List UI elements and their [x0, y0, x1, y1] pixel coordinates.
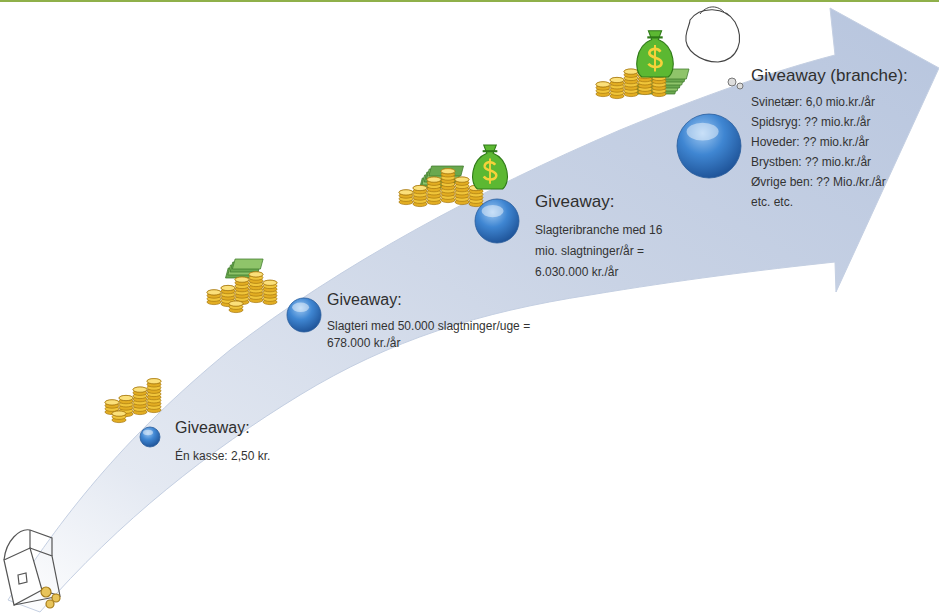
coin-top [399, 190, 413, 195]
coin-top [207, 290, 221, 295]
coin [728, 78, 736, 86]
coin-top [133, 387, 147, 392]
coin [596, 82, 610, 87]
coin-top [147, 379, 161, 384]
coin-top [455, 177, 469, 182]
stage-text: Brystben: ?? mio.kr./år [751, 152, 912, 172]
coin [737, 83, 743, 89]
ball-highlight [482, 205, 504, 217]
coin [229, 301, 243, 306]
stage-heading: Giveaway: [327, 290, 566, 310]
coin-top [263, 280, 277, 285]
coin [235, 277, 249, 282]
stage-heading: Giveaway: [175, 418, 275, 438]
treasure-chest [4, 530, 60, 608]
coin-top [441, 169, 455, 174]
coin [413, 185, 427, 190]
coin-top [112, 411, 126, 416]
coin [249, 272, 263, 277]
coin-top [119, 395, 133, 400]
stage-heading: Giveaway (branche): [751, 66, 912, 86]
stage-ball [287, 298, 321, 332]
stage-circle [285, 296, 323, 334]
coin-top [221, 285, 235, 290]
coin-top [105, 400, 119, 405]
coin-top [235, 277, 249, 282]
growth-arrow [8, 8, 939, 612]
stage-text: Hoveder: ?? mio.kr./år [751, 132, 912, 152]
banknote [429, 166, 464, 176]
money-bag [637, 31, 674, 77]
coin [624, 69, 638, 74]
coin [263, 280, 277, 285]
stage-text: Spidsryg: ?? mio.kr./år [751, 112, 912, 132]
stage-text: Slagteri med 50.000 slagtninger/uge = 67… [327, 318, 562, 352]
stage-text: Slagteribranche med 16 mio. slagtninger/… [535, 220, 685, 283]
coin [147, 379, 161, 384]
stage-text: etc. etc. [751, 192, 912, 212]
stage-text: Én kasse: 2,50 kr. [175, 448, 275, 465]
coin-top [249, 272, 263, 277]
ball-highlight [687, 123, 719, 141]
sack-sketch [686, 10, 740, 62]
money-icons [105, 7, 743, 423]
coin [207, 290, 221, 295]
coin [221, 285, 235, 290]
giveaway-stage: Giveaway: Slagteribranche med 16 mio. sla… [475, 192, 689, 285]
stage-ball [475, 199, 519, 243]
sack-sketch [700, 7, 724, 14]
coin [455, 177, 469, 182]
money-bag [473, 145, 508, 189]
top-rule [0, 0, 939, 2]
ball-highlight [292, 303, 309, 313]
stage-text: Øvrige ben: ?? Mio./kr./år [751, 172, 912, 192]
giveaway-stage: Giveaway: Én kasse: 2,50 kr. [138, 418, 275, 467]
coin [610, 77, 624, 82]
coin-top [427, 177, 441, 182]
coin-top [596, 82, 610, 87]
ball-highlight [143, 430, 153, 436]
stage-circle [675, 112, 743, 180]
stage-heading: Giveaway: [535, 192, 689, 212]
stage-ball [140, 427, 160, 447]
stage-ball [677, 114, 741, 178]
coin-top [610, 77, 624, 82]
giveaway-stage: Giveaway: Slagteri med 50.000 slagtninger… [286, 290, 566, 354]
stage-text: Svinetær: 6,0 mio.kr./år [751, 92, 912, 112]
coin [112, 411, 126, 416]
stage-circle [138, 425, 162, 449]
coin-top [413, 185, 427, 190]
coin [119, 395, 133, 400]
coin [399, 190, 413, 195]
coin [133, 387, 147, 392]
coin [427, 177, 441, 182]
banknote [232, 259, 263, 269]
coin-top [624, 69, 638, 74]
coin-top [229, 301, 243, 306]
giveaway-stage: Giveaway (branche): Svinetær: 6,0 mio.kr.… [677, 66, 912, 214]
coin [105, 400, 119, 405]
stage-circle [473, 197, 521, 245]
coin [441, 169, 455, 174]
